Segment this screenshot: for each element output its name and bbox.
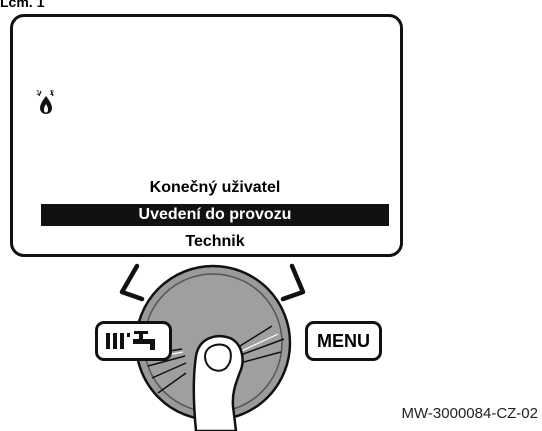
display-screen: 1 2 Konečný uživatel Uvedení do provozu … xyxy=(10,14,403,257)
left-bracket-mark xyxy=(119,263,145,302)
menu-item-commissioning-selected[interactable]: Uvedení do provozu xyxy=(41,204,389,226)
rotation-lines-icon xyxy=(144,325,285,394)
right-bracket-mark xyxy=(280,263,306,302)
finger-icon xyxy=(192,334,244,431)
menu-item-end-user[interactable]: Konečný uživatel xyxy=(149,179,281,196)
menu-button[interactable]: MENU xyxy=(305,321,382,361)
figure-label: Lcm. 1 xyxy=(0,0,45,10)
radiator-tap-icon xyxy=(105,331,155,350)
svg-text:1: 1 xyxy=(36,90,40,97)
heating-dhw-button[interactable] xyxy=(95,321,172,361)
flame-pressure-icon: 1 2 xyxy=(36,90,54,114)
menu-item-technician[interactable]: Technik xyxy=(185,233,245,250)
reference-code: MW-3000084-CZ-02 xyxy=(401,405,538,422)
